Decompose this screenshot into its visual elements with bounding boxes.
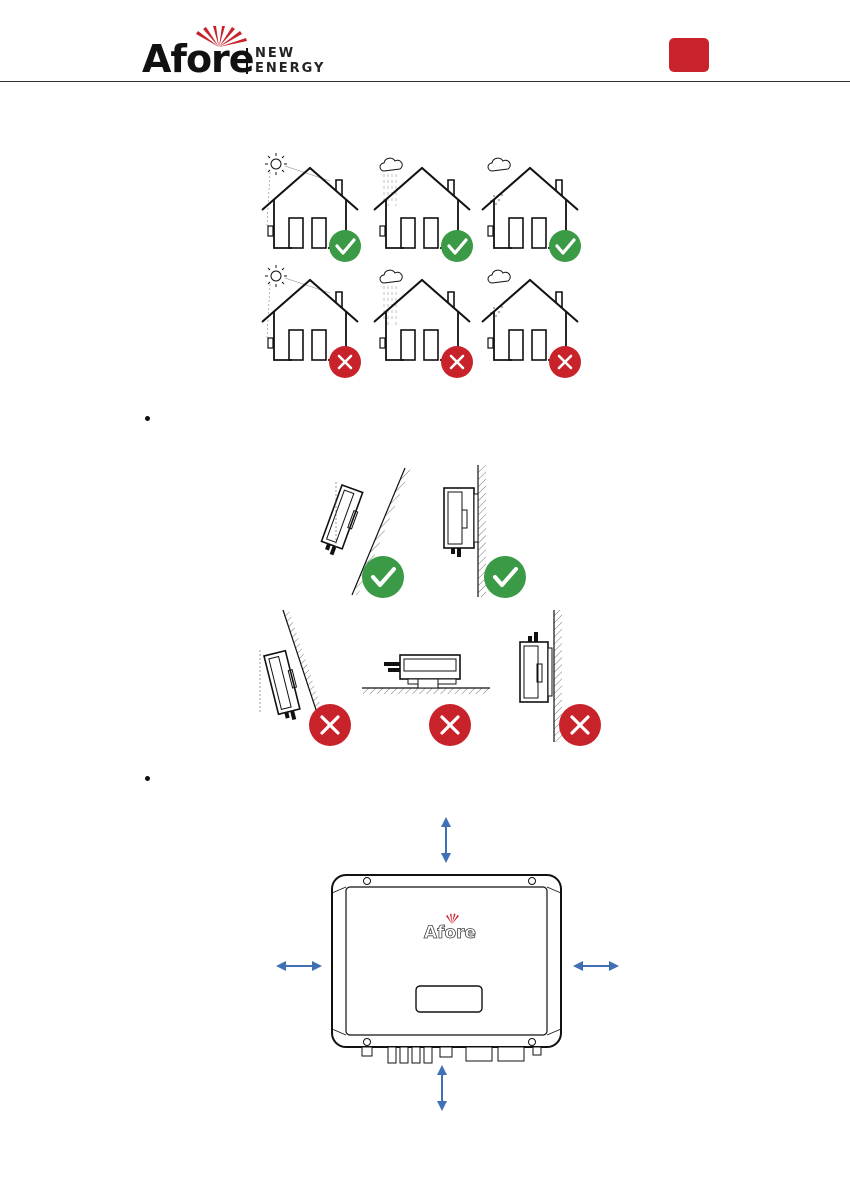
page-header: Afore NEW ENERGY xyxy=(0,0,850,84)
mount-horizontal-bad xyxy=(362,655,490,746)
device-logo: Afore xyxy=(424,923,476,943)
mount-tilted-back-ok xyxy=(318,468,411,598)
house-snow-bad xyxy=(482,270,581,378)
inverter-front: Afore xyxy=(332,875,561,1063)
mount-vertical-ok xyxy=(444,465,526,598)
weather-installation-figure xyxy=(250,150,600,385)
house-snow-ok xyxy=(482,158,581,262)
mounting-orientation-figure xyxy=(250,460,610,745)
logo-energy-text: ENERGY xyxy=(255,62,325,75)
house-sun-ok xyxy=(262,153,361,262)
house-rain-bad xyxy=(374,270,473,378)
chapter-tab-badge xyxy=(669,38,709,72)
clearance-figure: Afore xyxy=(270,815,620,1115)
afore-logo: Afore NEW ENERGY xyxy=(140,28,330,80)
bullet-marker xyxy=(145,416,150,421)
logo-new-text: NEW xyxy=(255,47,295,60)
mount-tilted-forward-bad xyxy=(260,610,351,746)
mount-upside-down-bad xyxy=(520,610,601,746)
logo-wordmark: Afore xyxy=(142,40,254,78)
header-divider xyxy=(0,81,850,82)
house-rain-ok xyxy=(374,158,473,262)
house-sun-bad xyxy=(262,265,361,378)
logo-divider xyxy=(246,48,248,74)
bullet-marker xyxy=(145,776,150,781)
